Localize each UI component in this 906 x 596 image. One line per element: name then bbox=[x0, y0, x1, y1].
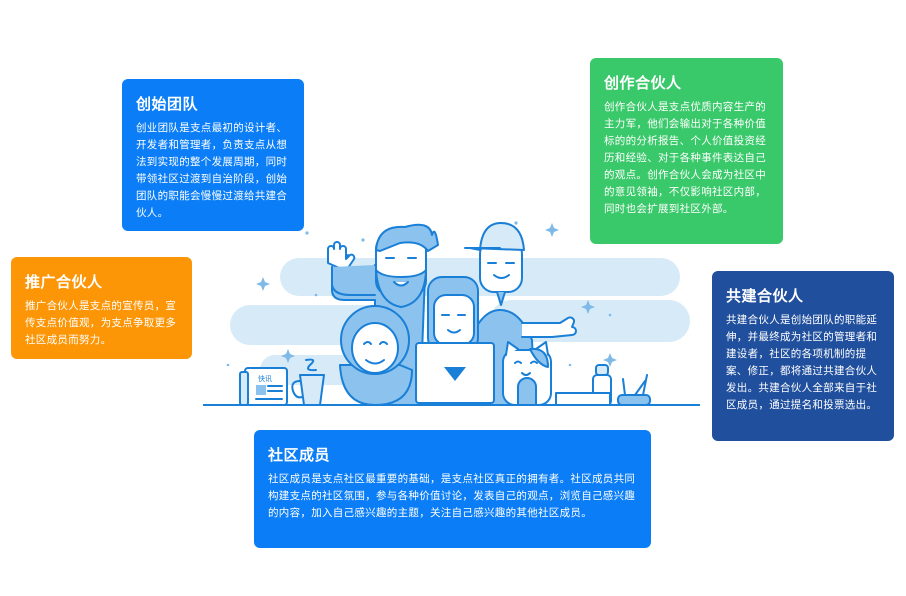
cobuild-partner-card: 共建合伙人 共建合伙人是创始团队的职能延伸，并最终成为社区的管理者和建设者，社区… bbox=[712, 271, 894, 441]
cat-figure bbox=[502, 341, 552, 406]
promotion-partner-title: 推广合伙人 bbox=[25, 273, 103, 291]
bearded-man-figure bbox=[327, 223, 439, 406]
founding-team-title: 创始团队 bbox=[136, 95, 199, 113]
community-member-description: 社区成员是支点社区最重要的基础，是支点社区真正的拥有者。社区成员共同构建支点的社… bbox=[268, 473, 636, 519]
promotion-partner-card: 推广合伙人 推广合伙人是支点的宣传员，宣传支点价值观，为支点争取更多社区成员而努… bbox=[11, 257, 192, 359]
community-member-title: 社区成员 bbox=[268, 446, 331, 464]
curly-hair-woman-figure bbox=[339, 305, 413, 406]
founding-team-card: 创始团队 创业团队是支点最初的设计者、开发者和管理者，负责支点从想法到实现的整个… bbox=[122, 79, 304, 231]
sparkle-icons bbox=[226, 221, 617, 367]
cobuild-partner-title: 共建合伙人 bbox=[726, 287, 804, 305]
pen-holder-icon bbox=[617, 374, 651, 406]
creator-partner-card: 创作合伙人 创作合伙人是支点优质内容生产的主力军，他们会输出对于各种价值标的的分… bbox=[590, 58, 783, 244]
laptop-icon bbox=[415, 342, 495, 404]
newspaper-label: 快讯 bbox=[258, 374, 272, 383]
community-illustration: 快讯 bbox=[203, 221, 700, 406]
promotion-partner-description: 推广合伙人是支点的宣传员，宣传支点价值观，为支点争取更多社区成员而努力。 bbox=[25, 300, 177, 346]
ruler-icon bbox=[555, 392, 611, 406]
woman-figure bbox=[427, 276, 479, 353]
newspaper-icon bbox=[239, 367, 288, 406]
founding-team-description: 创业团队是支点最初的设计者、开发者和管理者，负责支点从想法到实现的整个发展周期，… bbox=[136, 122, 288, 219]
creator-partner-title: 创作合伙人 bbox=[604, 74, 682, 92]
cobuild-partner-description: 共建合伙人是创始团队的职能延伸，并最终成为社区的管理者和建设者，社区的各项机制的… bbox=[726, 314, 878, 411]
creator-partner-description: 创作合伙人是支点优质内容生产的主力军，他们会输出对于各种价值标的的分析报告、个人… bbox=[604, 101, 766, 215]
community-member-card: 社区成员 社区成员是支点社区最重要的基础，是支点社区真正的拥有者。社区成员共同构… bbox=[254, 430, 651, 548]
